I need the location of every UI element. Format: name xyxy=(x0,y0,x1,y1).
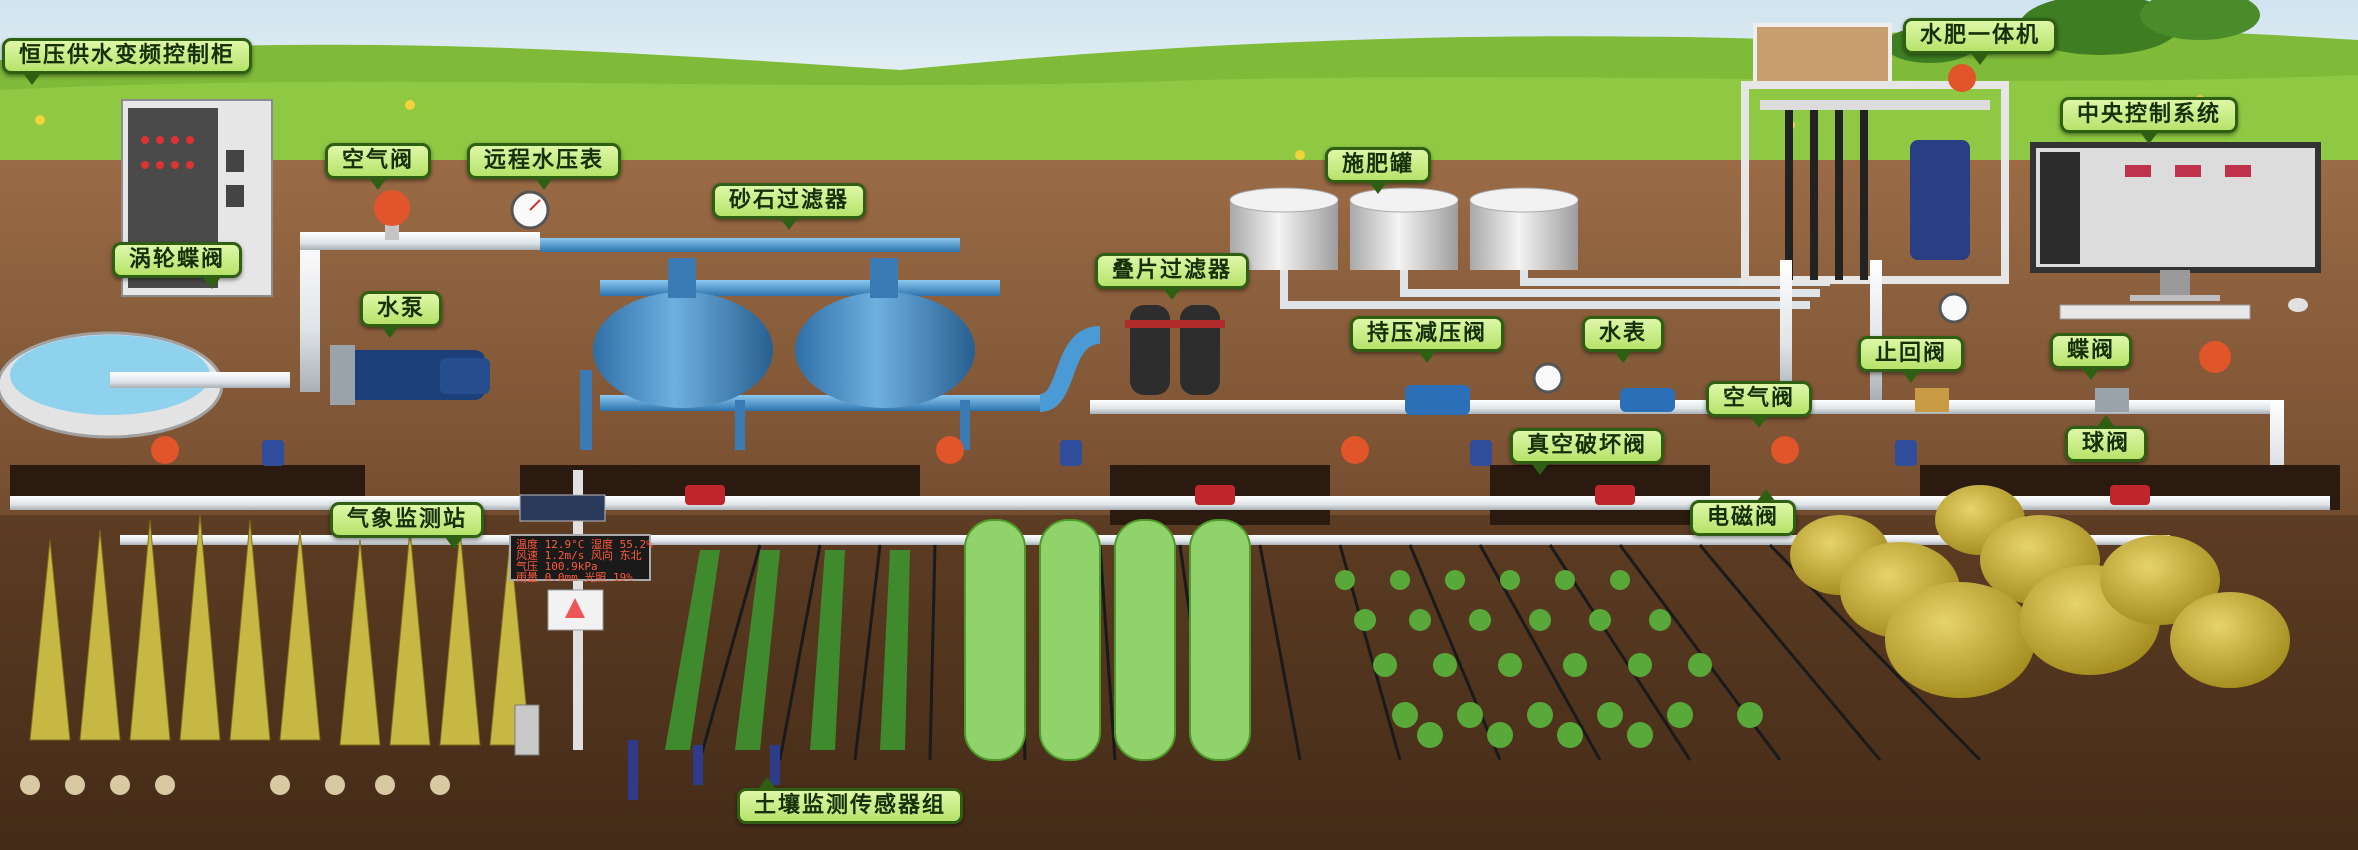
label-soil-sensors: 土壤监测传感器组 xyxy=(737,777,964,824)
central-control-monitor xyxy=(2030,142,2321,320)
label-fertilizer-tank: 施肥罐 xyxy=(1325,147,1432,194)
fertilizer-tanks xyxy=(1229,187,1830,309)
orchard xyxy=(1790,485,2290,698)
soil-sensors xyxy=(628,740,780,800)
label-pressure-reducing-valve: 持压减压阀 xyxy=(1350,316,1505,363)
pressure-gauge xyxy=(510,190,550,230)
label-water-meter: 水表 xyxy=(1582,316,1665,363)
label-ball-valve: 球阀 xyxy=(2065,415,2148,462)
label-sand-filter: 砂石过滤器 xyxy=(712,183,867,230)
label-air-valve-1: 空气阀 xyxy=(325,143,432,190)
label-air-valve-2: 空气阀 xyxy=(1706,381,1813,428)
vegetable-field xyxy=(1335,570,1763,748)
main-pipe xyxy=(110,232,960,392)
label-pump: 水泵 xyxy=(360,291,443,338)
sand-filters xyxy=(580,258,1102,450)
weather-display-line-3: 气压 100.9kPa xyxy=(516,560,598,573)
label-pressure-gauge: 远程水压表 xyxy=(467,143,622,190)
label-turbo-butterfly-valve: 涡轮蝶阀 xyxy=(112,242,243,289)
label-disc-filter: 叠片过滤器 xyxy=(1095,253,1250,300)
label-water-fertilizer-machine: 水肥一体机 xyxy=(1903,18,2058,65)
label-check-valve: 止回阀 xyxy=(1858,336,1965,383)
corn-roots xyxy=(20,775,450,795)
label-solenoid-valve: 电磁阀 xyxy=(1690,489,1797,536)
label-weather-station: 气象监测站 xyxy=(330,502,485,549)
corn-field xyxy=(29,514,531,746)
lettuce-field xyxy=(964,519,1251,761)
weather-station xyxy=(509,470,651,756)
label-vacuum-breaker-valve: 真空破坏阀 xyxy=(1510,428,1665,475)
air-valve-1 xyxy=(374,190,410,240)
water-pump xyxy=(330,345,490,405)
weather-display-line-2: 风速 1.2m/s 风向 东北 xyxy=(516,549,642,562)
weather-display-line-1: 温度 12.9°C 湿度 55.2% xyxy=(516,538,653,551)
label-butterfly-valve: 蝶阀 xyxy=(2050,333,2133,380)
seedling-field xyxy=(665,550,910,750)
weather-display-line-4: 雨量 0.0mm 光照 19% xyxy=(516,571,633,584)
label-central-control: 中央控制系统 xyxy=(2060,97,2239,144)
label-control-cabinet: 恒压供水变频控制柜 xyxy=(2,38,253,85)
